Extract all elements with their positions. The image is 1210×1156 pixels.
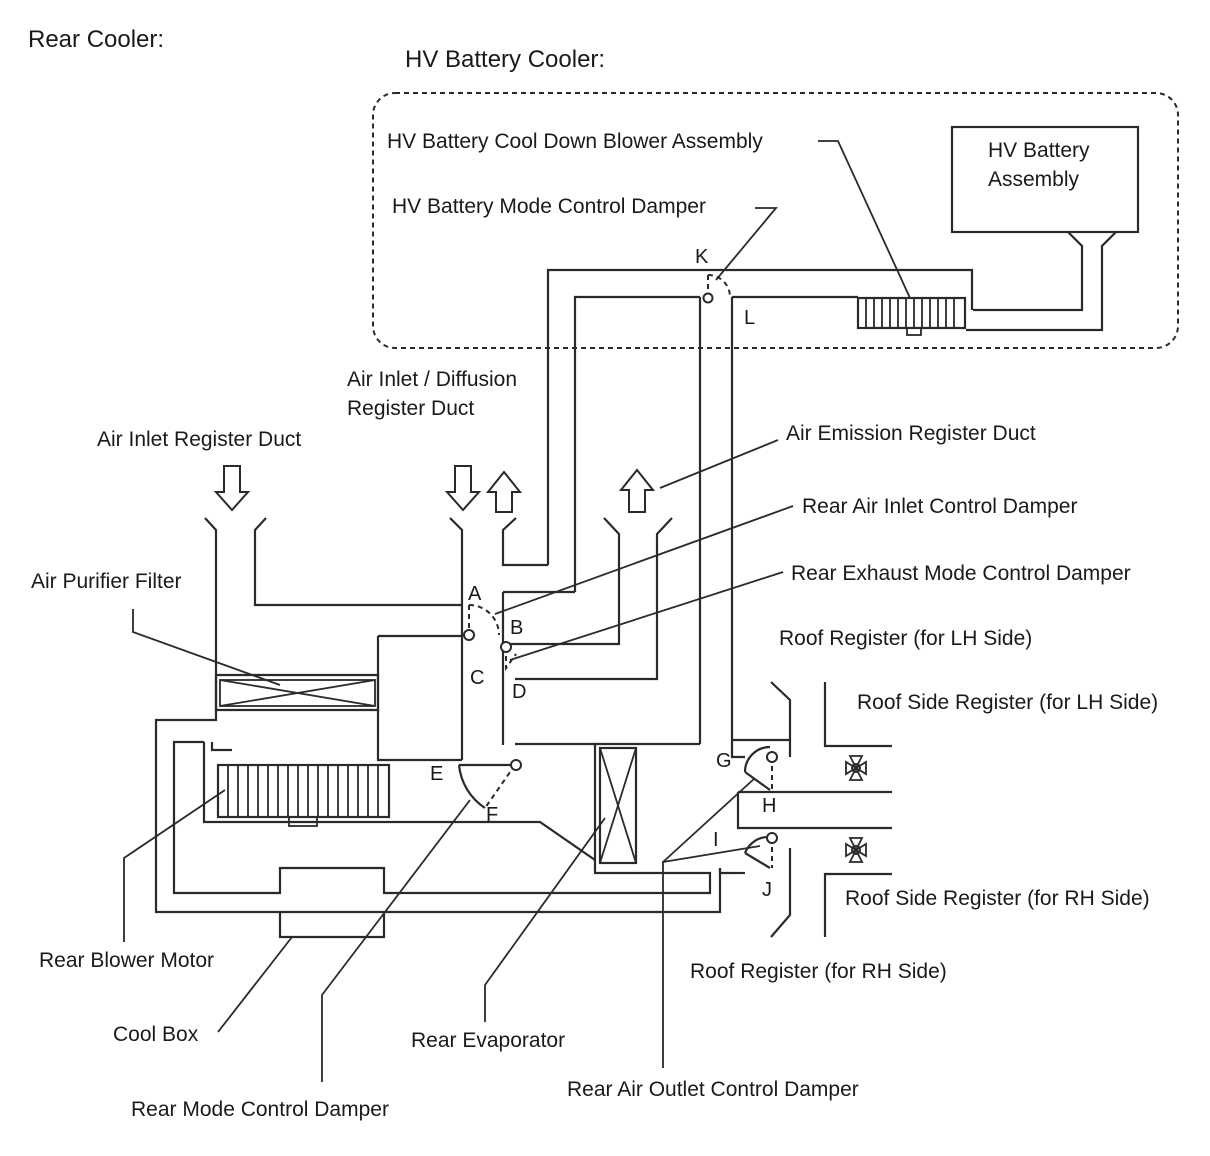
inlet-arrow-center xyxy=(444,465,482,512)
air-purifier-filter-label: Air Purifier Filter xyxy=(31,570,182,593)
damper-letter-g: G xyxy=(716,750,732,772)
damper-i-j xyxy=(743,832,778,869)
hv-blower-assembly-label: HV Battery Cool Down Blower Assembly xyxy=(387,130,763,153)
hv-battery-assembly-label-2: Assembly xyxy=(988,168,1080,191)
damper-letter-d: D xyxy=(512,681,526,703)
rear-blower-motor-label: Rear Blower Motor xyxy=(39,949,214,972)
roof-side-register-rh-label: Roof Side Register (for RH Side) xyxy=(845,887,1150,910)
rear-evaporator-label: Rear Evaporator xyxy=(411,1029,565,1052)
damper-letter-b: B xyxy=(510,617,523,639)
air-emission-leader xyxy=(659,439,779,489)
hv-mode-damper xyxy=(702,274,731,304)
damper-letter-l: L xyxy=(744,307,755,329)
hv-blower-fan xyxy=(856,296,967,336)
damper-a xyxy=(463,604,500,641)
rear-evaporator-leader xyxy=(484,817,606,1022)
cool-box-label: Cool Box xyxy=(113,1023,199,1046)
air-emission-register-duct-label: Air Emission Register Duct xyxy=(786,422,1036,445)
rear-mode-control-damper-label: Rear Mode Control Damper xyxy=(131,1098,389,1121)
rear-exhaust-leader xyxy=(509,571,784,661)
hv-blower-leader xyxy=(818,140,911,299)
air-inlet-register-duct-label: Air Inlet Register Duct xyxy=(97,428,301,451)
roof-register-rh-label: Roof Register (for RH Side) xyxy=(690,960,947,983)
damper-letter-f: F xyxy=(486,804,498,826)
rear-air-outlet-leader-g xyxy=(662,777,756,863)
air-inlet-diffusion-label-2: Register Duct xyxy=(347,397,474,420)
inlet-arrow-left xyxy=(213,465,251,512)
rear-cooler-duct xyxy=(154,517,892,939)
rear-exhaust-mode-control-damper-label: Rear Exhaust Mode Control Damper xyxy=(791,562,1131,585)
rear-air-inlet-control-damper-label: Rear Air Inlet Control Damper xyxy=(802,495,1077,518)
roof-side-register-lh-vane xyxy=(845,755,867,781)
emission-arrow-up xyxy=(618,468,656,513)
rear-blower-fan xyxy=(216,763,391,827)
hv-mode-damper-label: HV Battery Mode Control Damper xyxy=(392,195,706,218)
diffusion-arrow-up-body xyxy=(485,470,523,513)
roof-side-register-rh-vane xyxy=(845,837,867,863)
damper-letter-k: K xyxy=(695,246,709,268)
damper-letter-j: J xyxy=(762,879,772,901)
rear-air-outlet-leader-j xyxy=(662,845,761,1068)
air-inlet-diffusion-label-1: Air Inlet / Diffusion xyxy=(347,368,517,391)
hv-battery-assembly-label-1: HV Battery xyxy=(988,139,1090,162)
damper-letter-i: I xyxy=(713,829,719,851)
rear-blower-leader xyxy=(123,789,226,942)
air-purifier-leader xyxy=(132,609,281,686)
cool-box-leader xyxy=(217,936,293,1033)
damper-letter-h: H xyxy=(762,795,776,817)
rear-air-inlet-leader xyxy=(494,505,794,615)
hv-mode-damper-leader xyxy=(715,207,778,281)
hv-battery-assembly: HV Battery Assembly xyxy=(950,125,1140,332)
air-purifier-filter xyxy=(219,679,376,707)
damper-e-f xyxy=(457,759,522,809)
rear-evaporator xyxy=(598,746,638,865)
damper-g xyxy=(743,745,778,791)
hv-battery-cooler-title: HV Battery Cooler: xyxy=(405,46,605,73)
damper-letter-e: E xyxy=(430,763,443,785)
roof-side-register-lh-label: Roof Side Register (for LH Side) xyxy=(857,691,1158,714)
hv-duct xyxy=(546,268,974,740)
damper-c-d xyxy=(500,641,517,672)
rear-cooler-title: Rear Cooler: xyxy=(28,26,164,53)
hv-battery-cooler-boundary xyxy=(372,92,1179,349)
roof-register-lh-label: Roof Register (for LH Side) xyxy=(779,627,1032,650)
damper-letter-c: C xyxy=(470,667,484,689)
damper-letter-a: A xyxy=(468,583,482,605)
rear-mode-leader xyxy=(321,799,471,1082)
rear-air-outlet-control-damper-label: Rear Air Outlet Control Damper xyxy=(567,1078,859,1101)
